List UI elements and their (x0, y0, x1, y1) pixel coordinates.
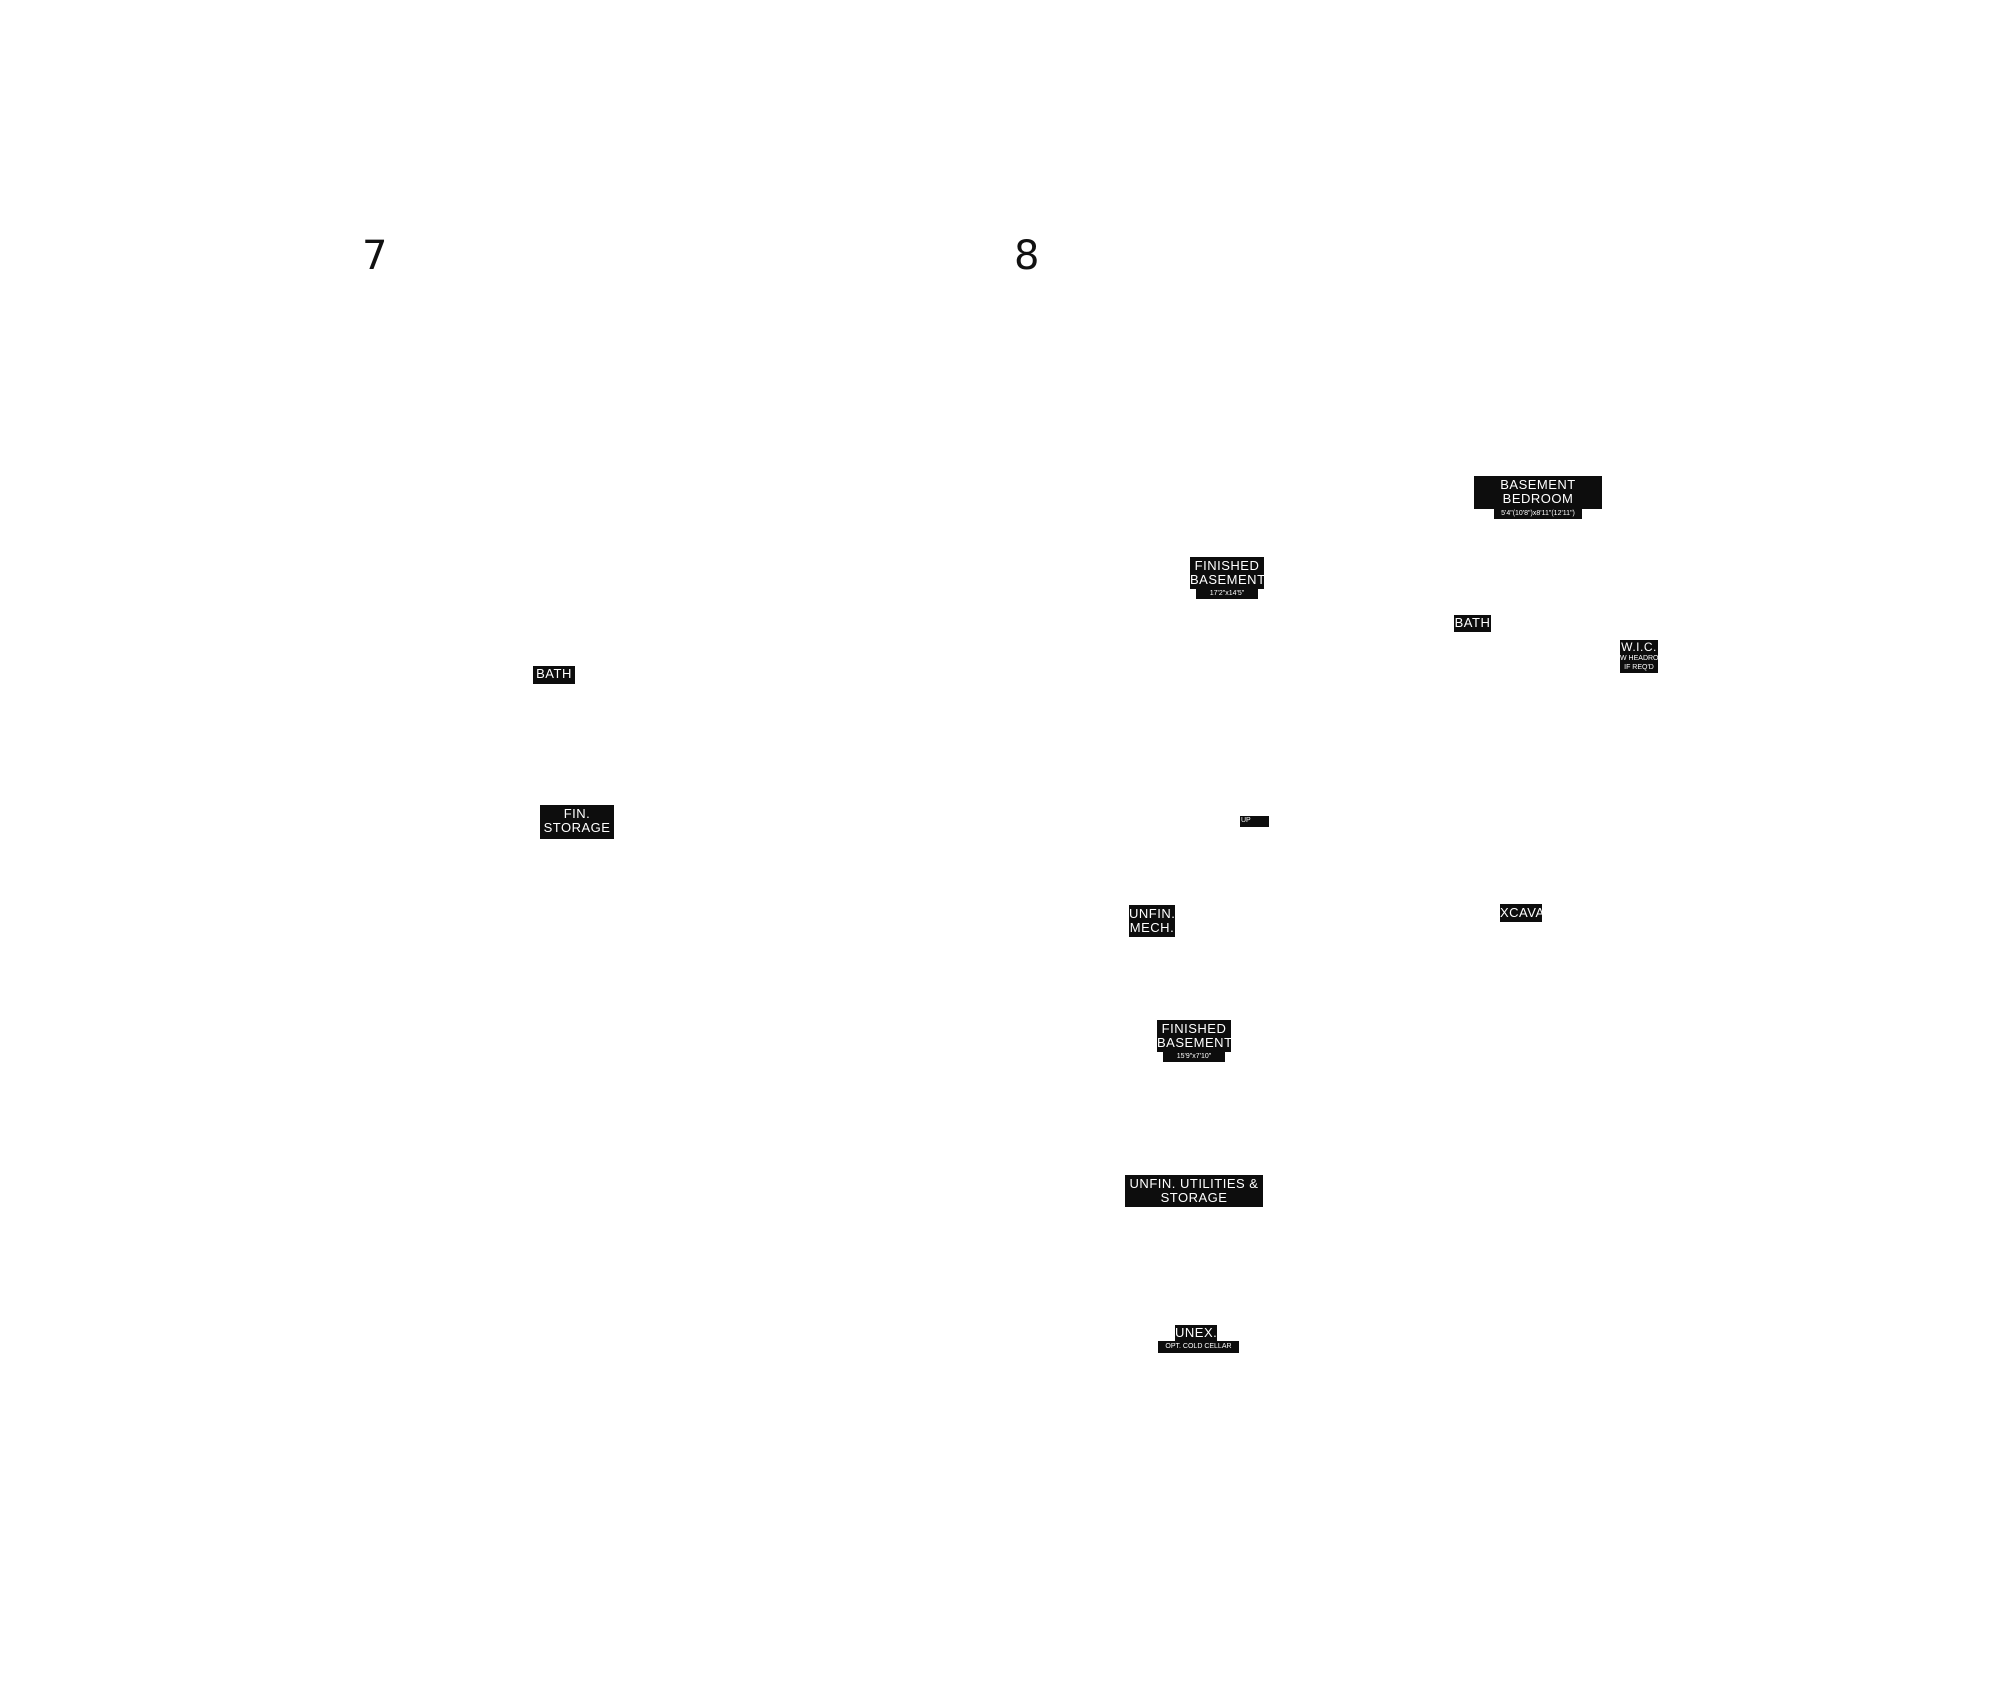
room-label-wic: W.I.C. W HEADROOM IF REQ'D (1620, 640, 1658, 673)
unexcavated-text: XCAVAT (1500, 905, 1542, 920)
basement-bedroom-line1: BASEMENT (1500, 477, 1576, 492)
bath-label: BATH (536, 666, 572, 681)
wic-line3: IF REQ'D (1624, 664, 1654, 671)
stair-up-text: UP (1241, 817, 1251, 824)
room-label-bath-left: BATH (533, 666, 575, 684)
fin-storage-line2: STORAGE (543, 820, 611, 835)
room-label-finished-basement-upper: FINISHED BASEMENT (1190, 557, 1264, 589)
room-label-unexcavated: XCAVAT (1500, 904, 1542, 922)
room-label-unfin-utilities: UNFIN. UTILITIES & STORAGE (1125, 1175, 1263, 1207)
fin-storage-line1: FIN. (563, 806, 591, 821)
room-label-fin-storage: FIN. STORAGE (540, 805, 614, 839)
basement-bedroom-dimension: 5'4"(10'8")x8'11"(12'11") (1494, 509, 1582, 519)
room-label-unfin-mech: UNFIN. MECH. (1129, 905, 1175, 937)
unfin-mech-line1: UNFIN. (1129, 906, 1175, 921)
unfin-utilities-line1: UNFIN. UTILITIES & (1129, 1176, 1259, 1191)
room-label-unex: UNEX. (1175, 1325, 1217, 1342)
wic-line2: W HEADROOM (1620, 655, 1658, 662)
finished-basement-upper-line1: FINISHED (1194, 558, 1260, 573)
wic-line1: W.I.C. (1621, 640, 1657, 654)
finished-basement-lower-dimension: 15'9"x7'10" (1163, 1052, 1225, 1062)
finished-basement-upper-dimension: 17'2"x14'5" (1196, 589, 1258, 599)
basement-bedroom-line2: BEDROOM (1502, 491, 1574, 506)
plan-number-7: 7 (362, 233, 388, 279)
stair-up-label: UP (1240, 816, 1269, 827)
finished-basement-lower-line2: BASEMENT (1157, 1035, 1231, 1050)
unfin-mech-line2: MECH. (1129, 920, 1175, 935)
finished-basement-upper-line2: BASEMENT (1190, 572, 1264, 587)
room-label-bath-right: BATH (1454, 615, 1491, 632)
bath-right-label: BATH (1454, 615, 1491, 630)
unex-line: UNEX. (1175, 1325, 1217, 1340)
finished-basement-lower-line1: FINISHED (1161, 1021, 1227, 1036)
unfin-utilities-line2: STORAGE (1160, 1190, 1228, 1205)
unex-note: OPT. COLD CELLAR (1158, 1341, 1239, 1353)
room-label-basement-bedroom: BASEMENT BEDROOM (1474, 476, 1602, 509)
room-label-finished-basement-lower: FINISHED BASEMENT (1157, 1020, 1231, 1052)
plan-number-8: 8 (1014, 233, 1040, 279)
